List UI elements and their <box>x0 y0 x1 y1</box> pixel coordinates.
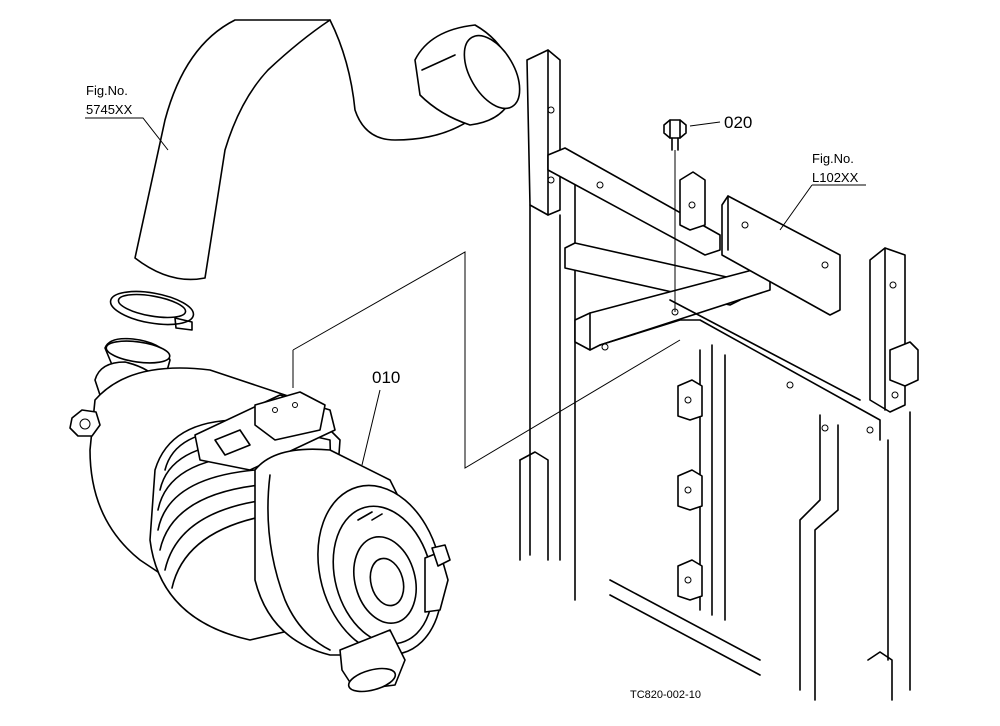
frame-bracket <box>721 195 841 316</box>
part-number-020: 020 <box>724 113 752 132</box>
intake-hose <box>134 19 521 281</box>
hose-clamp <box>109 290 195 331</box>
assembly-bracket-lines <box>292 251 681 469</box>
hose-ref-number: 5745XX <box>86 102 133 117</box>
bolt <box>663 119 687 316</box>
part-number-010: 010 <box>372 368 400 387</box>
air-cleaner-assembly <box>69 337 451 693</box>
leader-hose <box>85 117 169 151</box>
drawing-id: TC820-002-10 <box>630 689 701 701</box>
leader-bracket <box>779 184 866 231</box>
hose-ref-label: Fig.No. <box>86 83 128 98</box>
leader-010 <box>361 389 381 466</box>
bracket-ref-number: L102XX <box>812 170 859 185</box>
bracket-ref-label: Fig.No. <box>812 151 854 166</box>
leader-020 <box>689 121 721 127</box>
mounting-frame <box>519 49 919 701</box>
